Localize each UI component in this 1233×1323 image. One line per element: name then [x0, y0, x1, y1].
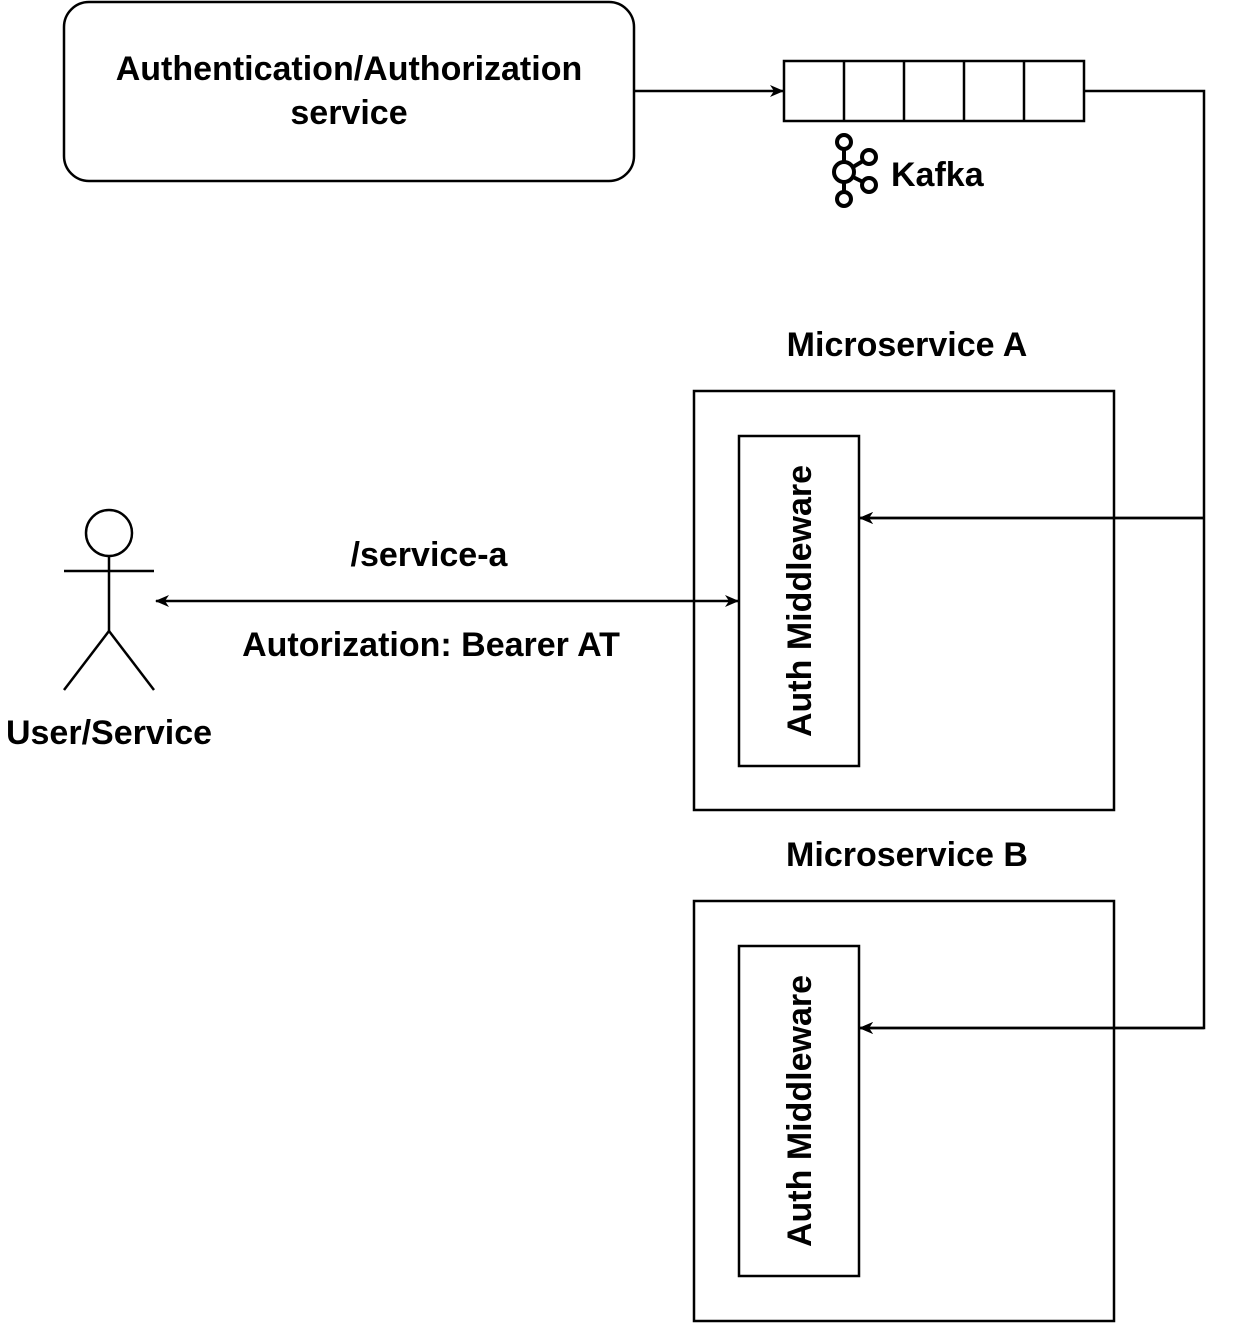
actor-label: User/Service	[6, 714, 212, 752]
microservice-b-box	[692, 899, 1116, 1323]
microservice-b-node[interactable]: Auth Middleware	[692, 899, 1116, 1323]
microservice-b-title: Microservice B	[786, 836, 1028, 874]
request-header-label: Autorization: Bearer AT	[242, 626, 620, 664]
kafka-queue-box	[782, 59, 1086, 123]
request-path-label: /service-a	[351, 536, 509, 574]
microservice-b-middleware-box[interactable]	[737, 944, 861, 1278]
microservice-a-middleware-label: Auth Middleware	[781, 465, 819, 737]
auth-service-node[interactable]: Authentication/Authorization service	[62, 0, 636, 183]
user-actor-icon[interactable]	[63, 508, 155, 691]
kafka-to-microservice-b-arrow	[859, 89, 1206, 1034]
microservice-a-title: Microservice A	[787, 326, 1028, 364]
auth-service-box	[62, 0, 636, 183]
microservice-a-middleware-box[interactable]	[737, 434, 861, 768]
auth-service-label-line1: Authentication/Authorization	[116, 50, 583, 88]
kafka-icon	[832, 133, 878, 208]
microservice-b-middleware-label: Auth Middleware	[781, 975, 819, 1247]
auth-service-label-line2: service	[290, 94, 407, 132]
kafka-label: Kafka	[891, 156, 985, 194]
kafka-queue[interactable]	[782, 59, 1086, 123]
microservice-a-node[interactable]: Auth Middleware	[692, 389, 1116, 812]
